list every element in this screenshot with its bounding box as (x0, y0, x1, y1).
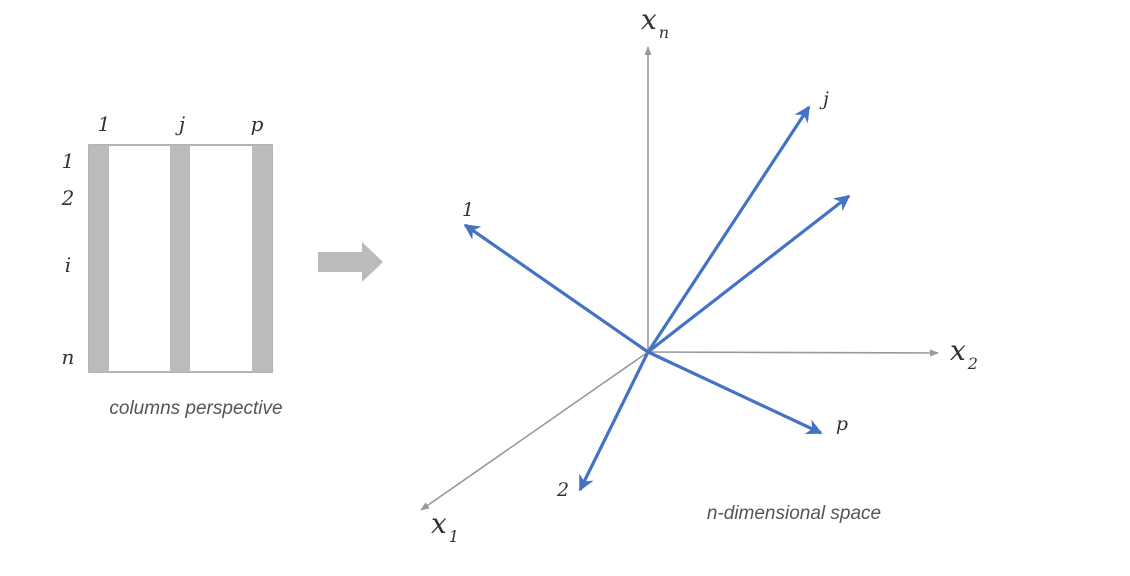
vector-2 (578, 351, 650, 492)
column-label-j: j (175, 112, 185, 136)
vector-label-p: p (836, 413, 848, 435)
axis-x2 (647, 349, 939, 357)
vector-label-1: 1 (462, 199, 474, 221)
column-label-1: 1 (98, 112, 111, 136)
row-label-1: 1 (62, 149, 75, 173)
space-caption: n-dimensional space (707, 503, 881, 524)
matrix-caption: columns perspective (109, 398, 282, 419)
vector-1 (463, 223, 649, 354)
vector-label-j: j (819, 88, 829, 110)
matrix-column-j (170, 145, 190, 372)
row-label-n: n (62, 345, 75, 369)
column-label-p: p (251, 112, 264, 136)
row-label-i: i (65, 253, 71, 277)
matrix-column-1 (89, 145, 109, 372)
matrix-column-p (252, 145, 272, 372)
vector-p (647, 350, 823, 435)
right-arrow-icon (318, 242, 383, 282)
vector-j (646, 105, 811, 353)
row-label-2: 2 (61, 186, 75, 210)
vector-unlabeled (647, 194, 851, 354)
vector-label-2: 2 (556, 479, 569, 501)
data-matrix: 1 j p 1 2 i n columns perspective (61, 112, 283, 419)
axis-x1 (420, 351, 649, 511)
